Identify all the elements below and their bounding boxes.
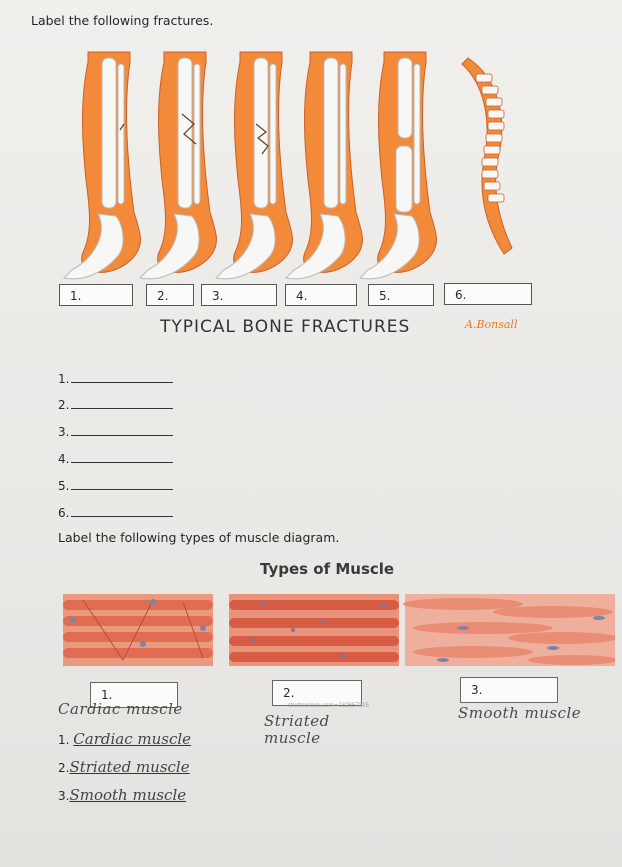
fracture-box-2: 2. [146,284,194,306]
muscle-instruction: Label the following types of muscle diag… [58,530,340,545]
muscle-box-2: 2. [272,680,362,706]
fracture-box-6: 6. [444,283,532,305]
skeletal-muscle-cells [229,594,399,666]
muscle-types-illustration [63,594,615,666]
muscle-answer-1[interactable]: 1. Cardiac muscle [58,730,191,748]
answer-blank[interactable] [71,452,174,463]
answer-handwriting[interactable]: Smooth muscle [69,786,187,804]
muscle-box-1: 1. [90,682,178,708]
fracture-box-1: 1. [59,284,133,306]
answer-number: 6. [58,506,70,520]
answer-number: 3. [58,789,70,803]
answer-number: 1. [58,372,70,386]
handwritten-label-cardiac: Cardiac muscle [58,700,183,718]
answer-number: 2. [58,398,70,412]
muscle-figure-title: Types of Muscle [260,560,395,578]
cardiac-muscle-cells [63,594,213,666]
fracture-answer-2[interactable]: 2. [58,398,174,412]
fracture-box-3: 3. [201,284,277,306]
answer-number: 1. [58,733,70,747]
answer-number: 3. [58,425,70,439]
answer-handwriting[interactable]: Striated muscle [69,758,190,776]
fracture-answer-1[interactable]: 1. [58,372,174,386]
answer-handwriting[interactable]: Cardiac muscle [73,730,192,748]
answer-blank[interactable] [71,479,174,490]
muscle-box-3: 3. [460,677,558,703]
fracture-answer-6[interactable]: 6. [58,506,174,520]
stock-watermark: shutterstock.com • 162657215 [288,703,369,709]
answer-blank[interactable] [71,398,174,409]
muscle-answer-2[interactable]: 2.Striated muscle [58,758,190,776]
answer-number: 2. [58,761,70,775]
answer-blank[interactable] [71,506,174,517]
smooth-muscle-cells [403,594,615,666]
answer-number: 4. [58,452,70,466]
fracture-box-4: 4. [285,284,357,306]
bone-fracture-illustration [62,51,513,280]
fracture-answer-4[interactable]: 4. [58,452,174,466]
muscle-answer-3[interactable]: 3.Smooth muscle [58,786,186,804]
fractures-instruction: Label the following fractures. [31,13,214,28]
illustrator-signature: A.Bonsall [465,318,518,331]
fracture-figure-caption: TYPICAL BONE FRACTURES [160,317,411,337]
answer-blank[interactable] [71,372,174,383]
answer-blank[interactable] [71,425,174,436]
fracture-answer-5[interactable]: 5. [58,479,174,493]
handwritten-label-striated: Striated muscle [264,712,330,747]
fracture-answer-3[interactable]: 3. [58,425,174,439]
fracture-box-5: 5. [368,284,434,306]
handwritten-label-smooth: Smooth muscle [458,704,582,722]
answer-number: 5. [58,479,70,493]
